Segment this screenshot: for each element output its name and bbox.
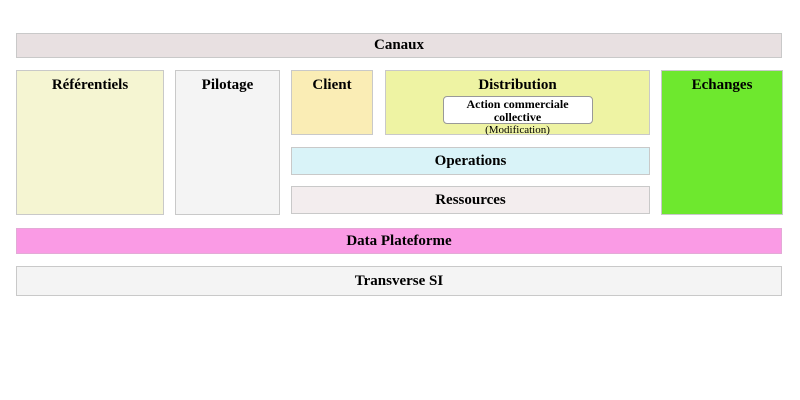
block-echanges-label: Echanges — [691, 77, 753, 93]
block-referentiels-label: Référentiels — [51, 77, 129, 93]
block-ressources: Ressources — [291, 186, 650, 214]
block-echanges: Echanges — [661, 70, 783, 215]
block-client: Client — [291, 70, 373, 135]
block-transverse-si: Transverse SI — [16, 266, 782, 296]
block-client-label: Client — [312, 77, 352, 93]
block-data-plateforme-label: Data Plateforme — [346, 232, 452, 249]
action-box-title: Action commerciale collective — [466, 97, 569, 124]
block-referentiels: Référentiels — [16, 70, 164, 215]
block-pilotage: Pilotage — [175, 70, 280, 215]
block-transverse-si-label: Transverse SI — [354, 272, 444, 289]
block-data-plateforme: Data Plateforme — [16, 228, 782, 254]
block-distribution: Distribution Action commerciale collecti… — [385, 70, 650, 136]
block-operations: Operations — [291, 147, 650, 175]
block-pilotage-label: Pilotage — [201, 77, 254, 93]
action-commerciale-box: Action commerciale collective (Modificat… — [442, 96, 593, 136]
block-distribution-label: Distribution — [478, 77, 557, 93]
block-canaux-label: Canaux — [373, 37, 425, 53]
block-operations-label: Operations — [434, 152, 507, 169]
block-ressources-label: Ressources — [435, 191, 506, 208]
block-canaux: Canaux — [16, 33, 782, 58]
action-box-subtitle: (Modification) — [485, 124, 550, 136]
